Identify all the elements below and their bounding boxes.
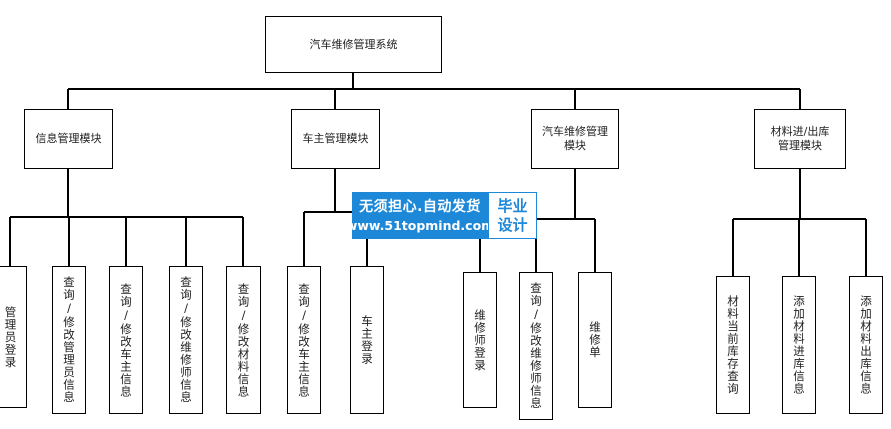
leaf-label: 添加材料进库信息 (792, 295, 806, 395)
module-node-info: 信息管理模块 (24, 109, 113, 169)
leaf-label: 查询/修改材料信息 (236, 282, 251, 398)
leaf-repair-order: 维修单 (578, 272, 612, 408)
leaf-label: 查询/修改车主信息 (119, 282, 133, 398)
module-label-material: 材料进/出库 管理模块 (770, 125, 830, 152)
leaf-label: 管理员登录 (3, 305, 18, 369)
module-node-material: 材料进/出库 管理模块 (754, 109, 846, 169)
leaf-repair-query-mechanic: 查询/修改维修师信息 (519, 272, 553, 420)
leaf-owner-login: 车主登录 (350, 266, 384, 414)
leaf-label: 查询/修改车主信息 (297, 282, 311, 398)
leaf-label: 查询/修改管理员信息 (62, 276, 76, 404)
module-label-repair: 汽车维修管理 模块 (542, 125, 608, 152)
leaf-add-material-out: 添加材料出库信息 (849, 276, 883, 414)
leaf-label: 添加材料出库信息 (859, 295, 873, 395)
module-node-owner: 车主管理模块 (291, 109, 380, 169)
module-label-owner: 车主管理模块 (302, 132, 369, 145)
leaf-query-mechanic-info: 查询/修改维修师信息 (169, 266, 203, 414)
leaf-label: 车主登录 (360, 315, 374, 365)
leaf-query-owner-info: 查询/修改车主信息 (109, 266, 143, 414)
module-label-info: 信息管理模块 (35, 132, 102, 145)
root-node-label: 汽车维修管理系统 (309, 37, 398, 51)
leaf-label: 维修单 (588, 321, 602, 359)
leaf-query-material-info: 查询/修改材料信息 (226, 266, 261, 414)
leaf-label: 查询/修改维修师信息 (179, 276, 193, 404)
leaf-admin-login: 管理员登录 (0, 266, 27, 408)
leaf-add-material-in: 添加材料进库信息 (782, 276, 816, 414)
leaf-mechanic-login: 维修师登录 (463, 272, 497, 408)
root-node: 汽车维修管理系统 (265, 16, 442, 73)
leaf-label: 维修师登录 (473, 308, 487, 372)
leaf-label: 材料当前库存查询 (726, 295, 740, 395)
leaf-owner-query-info: 查询/修改车主信息 (287, 266, 321, 414)
leaf-material-stock-query: 材料当前库存查询 (716, 276, 750, 414)
leaf-label: 查询/修改维修师信息 (529, 282, 543, 410)
leaf-query-admin-info: 查询/修改管理员信息 (52, 266, 86, 414)
module-node-repair: 汽车维修管理 模块 (531, 109, 619, 169)
